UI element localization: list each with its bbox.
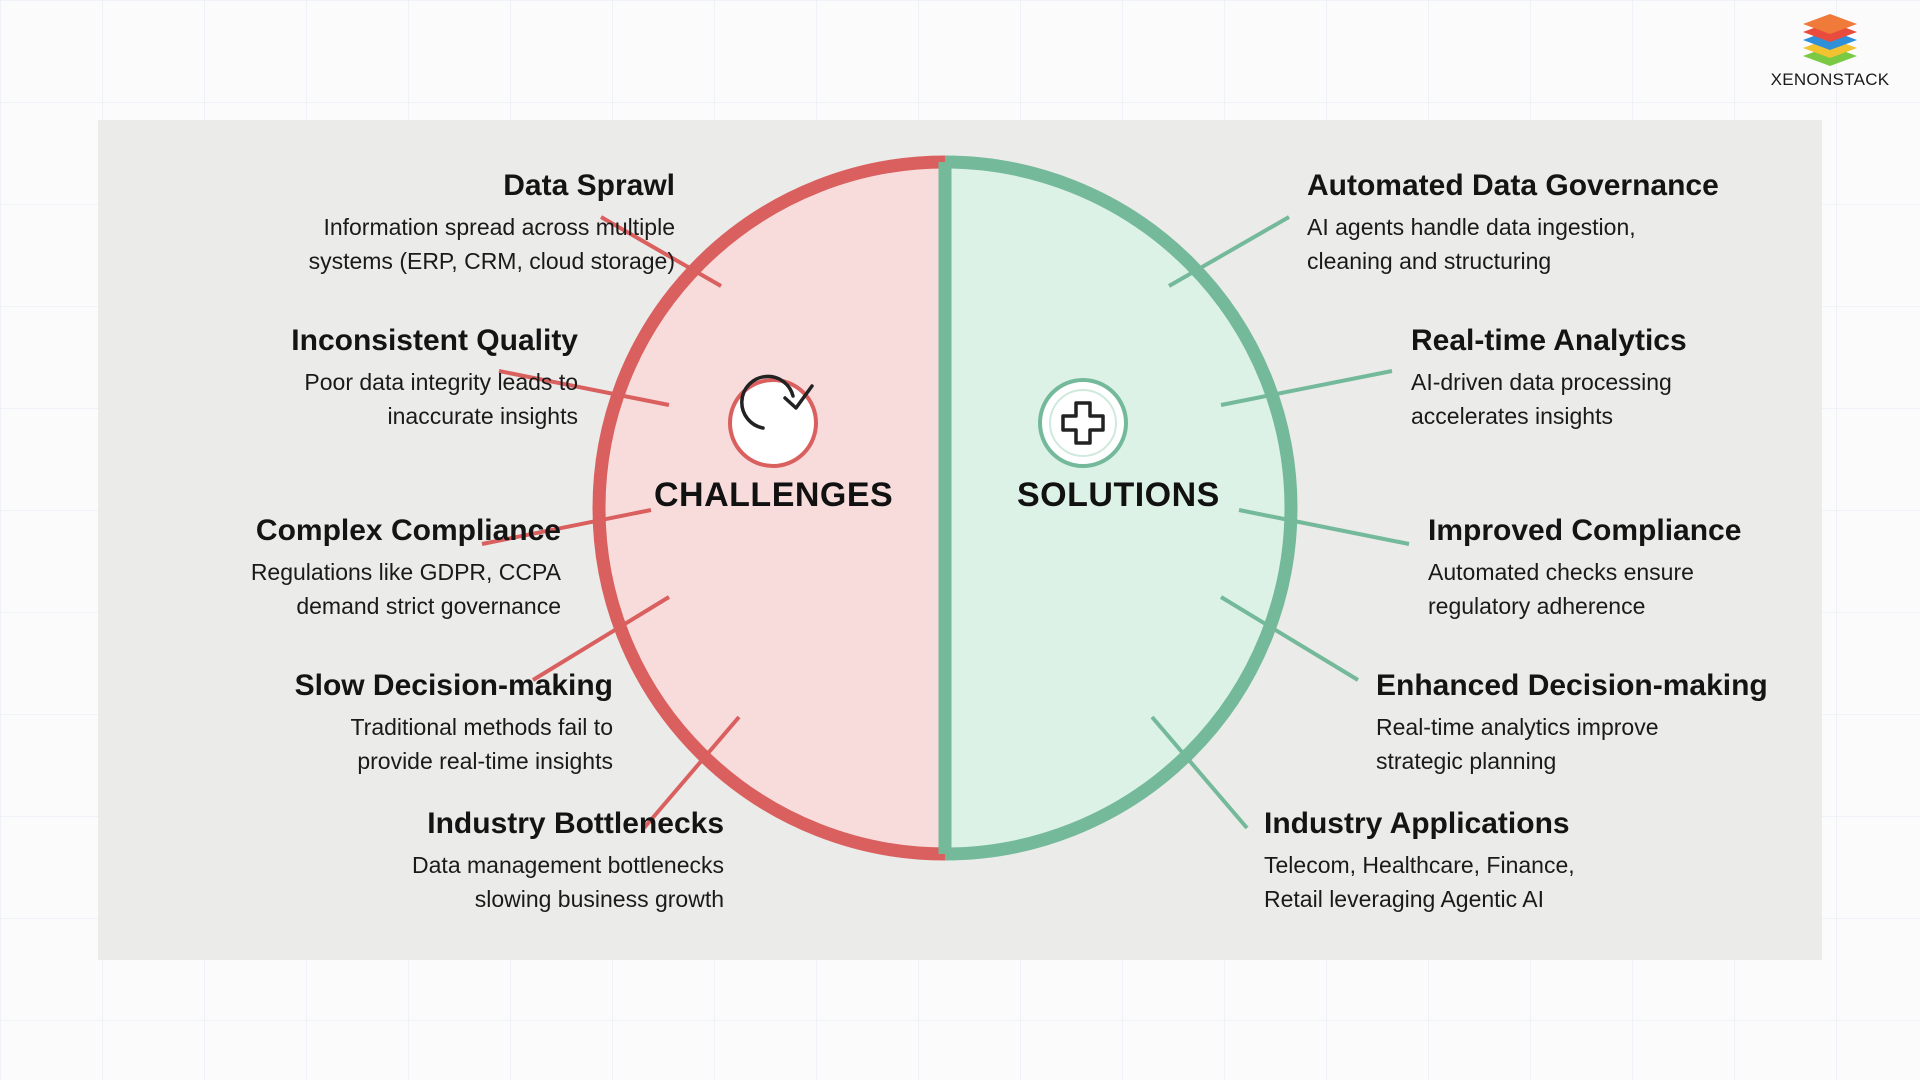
desc-line: Telecom, Healthcare, Finance, — [1264, 852, 1575, 878]
solutions-half — [945, 162, 1291, 854]
solution-item-automated-data-governance: Automated Data Governance AI agents hand… — [1307, 168, 1719, 278]
plus-cross-icon — [1038, 378, 1128, 468]
desc-line: Poor data integrity leads to — [304, 369, 578, 395]
solution-desc: AI agents handle data ingestion, cleanin… — [1307, 210, 1719, 278]
solution-desc: Real-time analytics improve strategic pl… — [1376, 710, 1768, 778]
challenge-item-data-sprawl: Data Sprawl Information spread across mu… — [309, 168, 675, 278]
solution-desc: Telecom, Healthcare, Finance, Retail lev… — [1264, 848, 1575, 916]
desc-line: cleaning and structuring — [1307, 248, 1552, 274]
connector-line-challenge — [498, 369, 670, 407]
connector-line-solution — [1220, 369, 1393, 407]
challenge-title: Inconsistent Quality — [291, 324, 578, 357]
challenge-desc: Data management bottlenecks slowing busi… — [412, 848, 724, 916]
solution-item-improved-compliance: Improved Compliance Automated checks ens… — [1428, 513, 1741, 623]
connector-line-solution — [1168, 215, 1290, 288]
solution-title: Industry Applications — [1264, 807, 1570, 840]
solutions-ring — [944, 155, 1298, 861]
solution-item-industry-applications: Industry Applications Telecom, Healthcar… — [1264, 806, 1575, 916]
desc-line: demand strict governance — [296, 593, 561, 619]
layered-stack-logo-icon — [1803, 14, 1857, 66]
connector-line-solution — [1219, 595, 1360, 682]
xenonstack-logo: XENONSTACK — [1770, 6, 1890, 90]
diagram-panel: CHALLENGES SOLUTIONS Data Sprawl Informa… — [98, 120, 1822, 960]
challenge-item-slow-decision-making: Slow Decision-making Traditional methods… — [295, 668, 613, 778]
solutions-label: SOLUTIONS — [1017, 476, 1220, 514]
solution-desc: Automated checks ensure regulatory adher… — [1428, 555, 1741, 623]
desc-line: regulatory adherence — [1428, 593, 1646, 619]
challenge-item-industry-bottlenecks: Industry Bottlenecks Data management bot… — [412, 806, 724, 916]
challenge-desc: Traditional methods fail to provide real… — [295, 710, 613, 778]
desc-line: accelerates insights — [1411, 403, 1613, 429]
desc-line: Real-time analytics improve — [1376, 714, 1659, 740]
desc-line: strategic planning — [1376, 748, 1557, 774]
challenge-title: Data Sprawl — [503, 169, 675, 202]
challenge-desc: Information spread across multiple syste… — [309, 210, 675, 278]
desc-line: inaccurate insights — [387, 403, 579, 429]
challenges-label: CHALLENGES — [654, 476, 894, 514]
desc-line: provide real-time insights — [357, 748, 613, 774]
challenges-ring — [592, 155, 946, 861]
solution-item-enhanced-decision-making: Enhanced Decision-making Real-time analy… — [1376, 668, 1768, 778]
desc-line: systems (ERP, CRM, cloud storage) — [308, 248, 675, 274]
connector-line-solution — [1150, 715, 1249, 830]
challenges-solutions-circle — [481, 155, 1410, 861]
refresh-check-icon — [728, 374, 818, 468]
solution-title: Real-time Analytics — [1411, 324, 1687, 357]
desc-line: Data management bottlenecks — [412, 852, 724, 878]
desc-line: Information spread across multiple — [323, 214, 675, 240]
challenge-title: Complex Compliance — [255, 514, 561, 547]
solution-title: Improved Compliance — [1428, 514, 1742, 547]
connector-line-challenge — [531, 595, 671, 682]
connector-line-challenge — [600, 215, 722, 288]
challenge-title: Industry Bottlenecks — [427, 807, 724, 840]
challenge-item-inconsistent-quality: Inconsistent Quality Poor data integrity… — [291, 323, 578, 433]
desc-line: Regulations like GDPR, CCPA — [250, 559, 561, 585]
solution-item-real-time-analytics: Real-time Analytics AI-driven data proce… — [1411, 323, 1687, 433]
solution-desc: AI-driven data processing accelerates in… — [1411, 365, 1687, 433]
desc-line: AI agents handle data ingestion, — [1307, 214, 1636, 240]
challenge-item-complex-compliance: Complex Compliance Regulations like GDPR… — [251, 513, 561, 623]
connector-line-solution — [1238, 508, 1410, 546]
challenge-title: Slow Decision-making — [294, 669, 613, 702]
connector-line-challenge — [642, 715, 741, 830]
solution-title: Enhanced Decision-making — [1376, 669, 1768, 702]
challenge-desc: Regulations like GDPR, CCPA demand stric… — [251, 555, 561, 623]
brand-name: XENONSTACK — [1770, 70, 1890, 89]
solution-title: Automated Data Governance — [1307, 169, 1719, 202]
desc-line: Automated checks ensure — [1428, 559, 1694, 585]
desc-line: slowing business growth — [474, 886, 724, 912]
connector-line-challenge — [481, 508, 652, 546]
desc-line: Traditional methods fail to — [350, 714, 613, 740]
challenges-half — [599, 162, 945, 854]
challenge-desc: Poor data integrity leads to inaccurate … — [291, 365, 578, 433]
desc-line: Retail leveraging Agentic AI — [1264, 886, 1545, 912]
desc-line: AI-driven data processing — [1411, 369, 1672, 395]
